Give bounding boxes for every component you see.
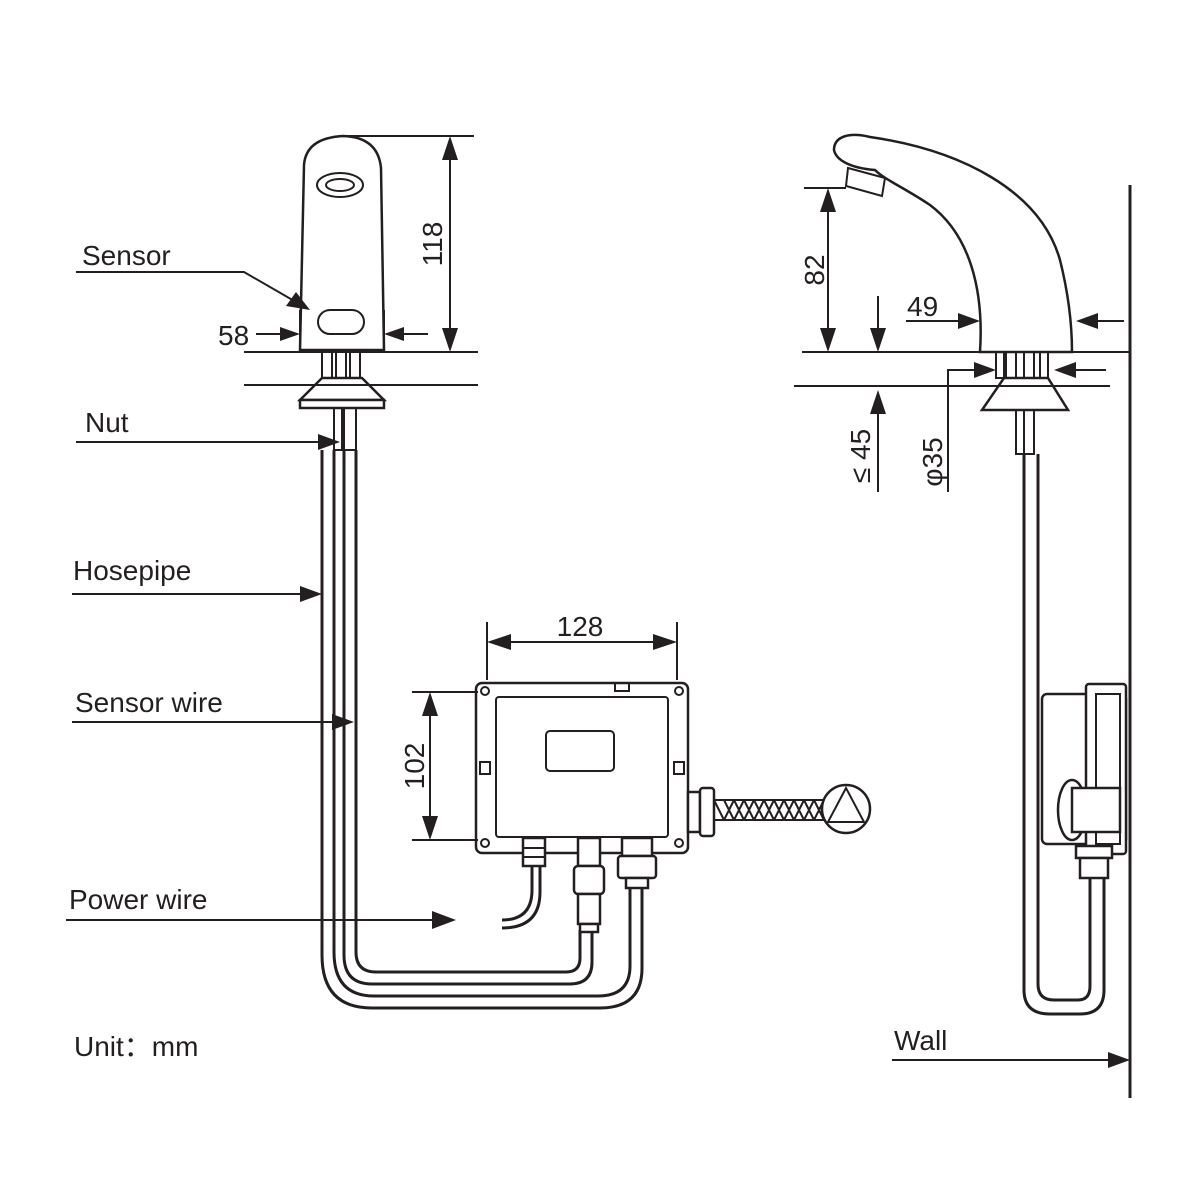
deck-thickness-dimension: ≤ 45	[845, 390, 886, 492]
power-wire-label: Power wire	[69, 884, 207, 915]
box-height-value: 102	[399, 743, 430, 790]
nut-callout: Nut	[76, 407, 340, 450]
front-faucet	[296, 134, 388, 451]
faucet-width-value: 58	[218, 320, 249, 351]
sensor-label: Sensor	[82, 240, 171, 271]
spout-reach-value: 49	[907, 291, 938, 322]
faucet-width-dimension: 58	[218, 310, 428, 351]
control-box	[474, 681, 872, 934]
unit-note: Unit：mm	[74, 1031, 198, 1062]
box-height-dimension: 102	[399, 691, 478, 841]
spout-height-value: 82	[799, 254, 830, 285]
box-width-dimension: 128	[486, 611, 678, 680]
spout-height-dimension: 82	[799, 187, 846, 352]
side-control-box	[1040, 682, 1128, 880]
wall-label: Wall	[894, 1025, 947, 1056]
hoses	[320, 450, 644, 1010]
power-wire-callout: Power wire	[66, 884, 456, 929]
hole-diameter-dimension: φ35	[917, 362, 1106, 492]
hole-diameter-value: φ35	[917, 437, 948, 486]
deck-thickness-value: ≤ 45	[845, 429, 876, 483]
side-faucet	[832, 133, 1074, 455]
sensor-wire-label: Sensor wire	[75, 687, 223, 718]
faucet-height-dimension: 118	[344, 135, 474, 352]
nut-label: Nut	[85, 407, 129, 438]
faucet-height-value: 118	[417, 222, 448, 267]
hosepipe-label: Hosepipe	[73, 555, 191, 586]
side-hoses	[1022, 454, 1106, 1016]
sensor-wire-callout: Sensor wire	[72, 687, 354, 730]
box-width-value: 128	[557, 611, 604, 642]
hosepipe-callout: Hosepipe	[72, 555, 322, 602]
wall-callout: Wall	[892, 1025, 1130, 1068]
sensor-callout: Sensor	[76, 240, 310, 310]
spout-reach-dimension: 49	[870, 291, 1124, 352]
